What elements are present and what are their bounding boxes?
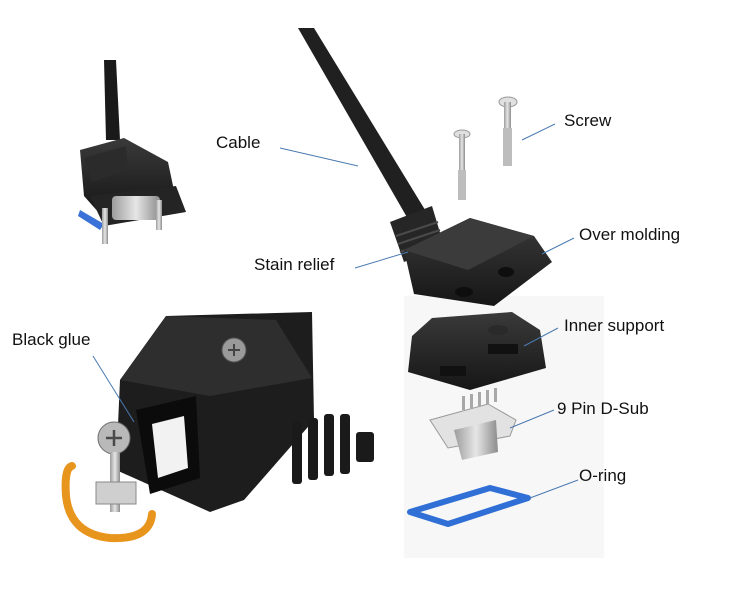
label-9-pin-d-sub: 9 Pin D-Sub	[557, 400, 649, 417]
label-screw: Screw	[564, 112, 611, 129]
label-black-glue: Black glue	[12, 331, 90, 348]
black-glue-closeup	[66, 312, 374, 538]
label-inner-support: Inner support	[564, 317, 664, 334]
label-over-molding: Over molding	[579, 226, 680, 243]
cable-and-over-molding	[298, 28, 552, 306]
label-o-ring: O-ring	[579, 467, 626, 484]
label-cable: Cable	[216, 134, 260, 151]
screws	[454, 97, 517, 200]
label-stain-relief: Stain relief	[254, 256, 334, 273]
assembled-connector-thumbnail	[78, 60, 186, 244]
